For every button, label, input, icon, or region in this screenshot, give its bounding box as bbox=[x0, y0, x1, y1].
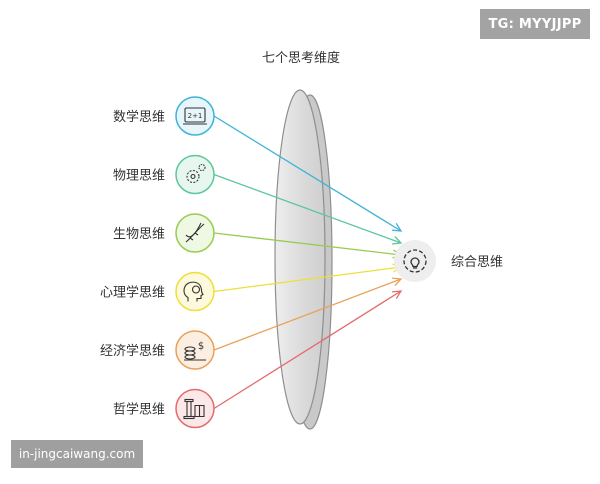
arrow-head bbox=[392, 236, 403, 245]
node-circle bbox=[175, 271, 215, 312]
arrow-head bbox=[392, 223, 403, 232]
pillar-book-icon bbox=[183, 398, 205, 420]
result-label: 综合思维 bbox=[451, 255, 503, 270]
node-label: 生物思维 bbox=[113, 227, 165, 242]
thinking-type-node: 生物思维 bbox=[113, 213, 215, 253]
node-circle bbox=[175, 96, 215, 136]
arrow-line bbox=[213, 232, 402, 256]
arrow-line bbox=[213, 290, 402, 410]
math-board-icon: 2+1 bbox=[183, 107, 207, 125]
arrow-head bbox=[392, 290, 403, 299]
result-node: 综合思维 bbox=[394, 240, 503, 282]
node-circle bbox=[175, 154, 215, 195]
arrow-line bbox=[213, 278, 402, 351]
thinking-type-node: $ 经济学思维 bbox=[100, 330, 215, 370]
node-label: 物理思维 bbox=[113, 169, 165, 184]
coins-scale-icon: $ bbox=[184, 341, 206, 361]
diagram-title: 七个思考维度 bbox=[262, 50, 340, 66]
svg-text:$: $ bbox=[198, 341, 204, 352]
arrow-line bbox=[213, 115, 402, 232]
thinking-type-node: 物理思维 bbox=[113, 154, 215, 195]
tg-watermark: TG: MYYJJPP bbox=[480, 9, 590, 39]
gear-bulb-icon bbox=[403, 249, 427, 273]
lens-icon bbox=[274, 89, 333, 430]
arrow-head bbox=[392, 277, 403, 287]
thinking-type-node: 心理学思维 bbox=[100, 271, 215, 312]
thinking-type-node: 2+1 数学思维 bbox=[113, 96, 215, 136]
result-circle bbox=[394, 240, 436, 282]
site-watermark: in-jingcaiwang.com bbox=[11, 440, 143, 468]
arrows bbox=[213, 115, 403, 410]
arrow-line bbox=[213, 173, 402, 244]
atom-gear-icon bbox=[186, 163, 206, 184]
svg-text:2+1: 2+1 bbox=[188, 112, 203, 120]
node-label: 经济学思维 bbox=[100, 343, 165, 359]
arrow-line bbox=[213, 266, 402, 293]
brain-head-icon bbox=[183, 281, 204, 302]
node-label: 心理学思维 bbox=[100, 285, 165, 301]
dna-icon bbox=[185, 222, 205, 243]
node-label: 数学思维 bbox=[113, 109, 165, 125]
node-label: 哲学思维 bbox=[113, 402, 165, 418]
thinking-type-node: 哲学思维 bbox=[113, 388, 215, 429]
